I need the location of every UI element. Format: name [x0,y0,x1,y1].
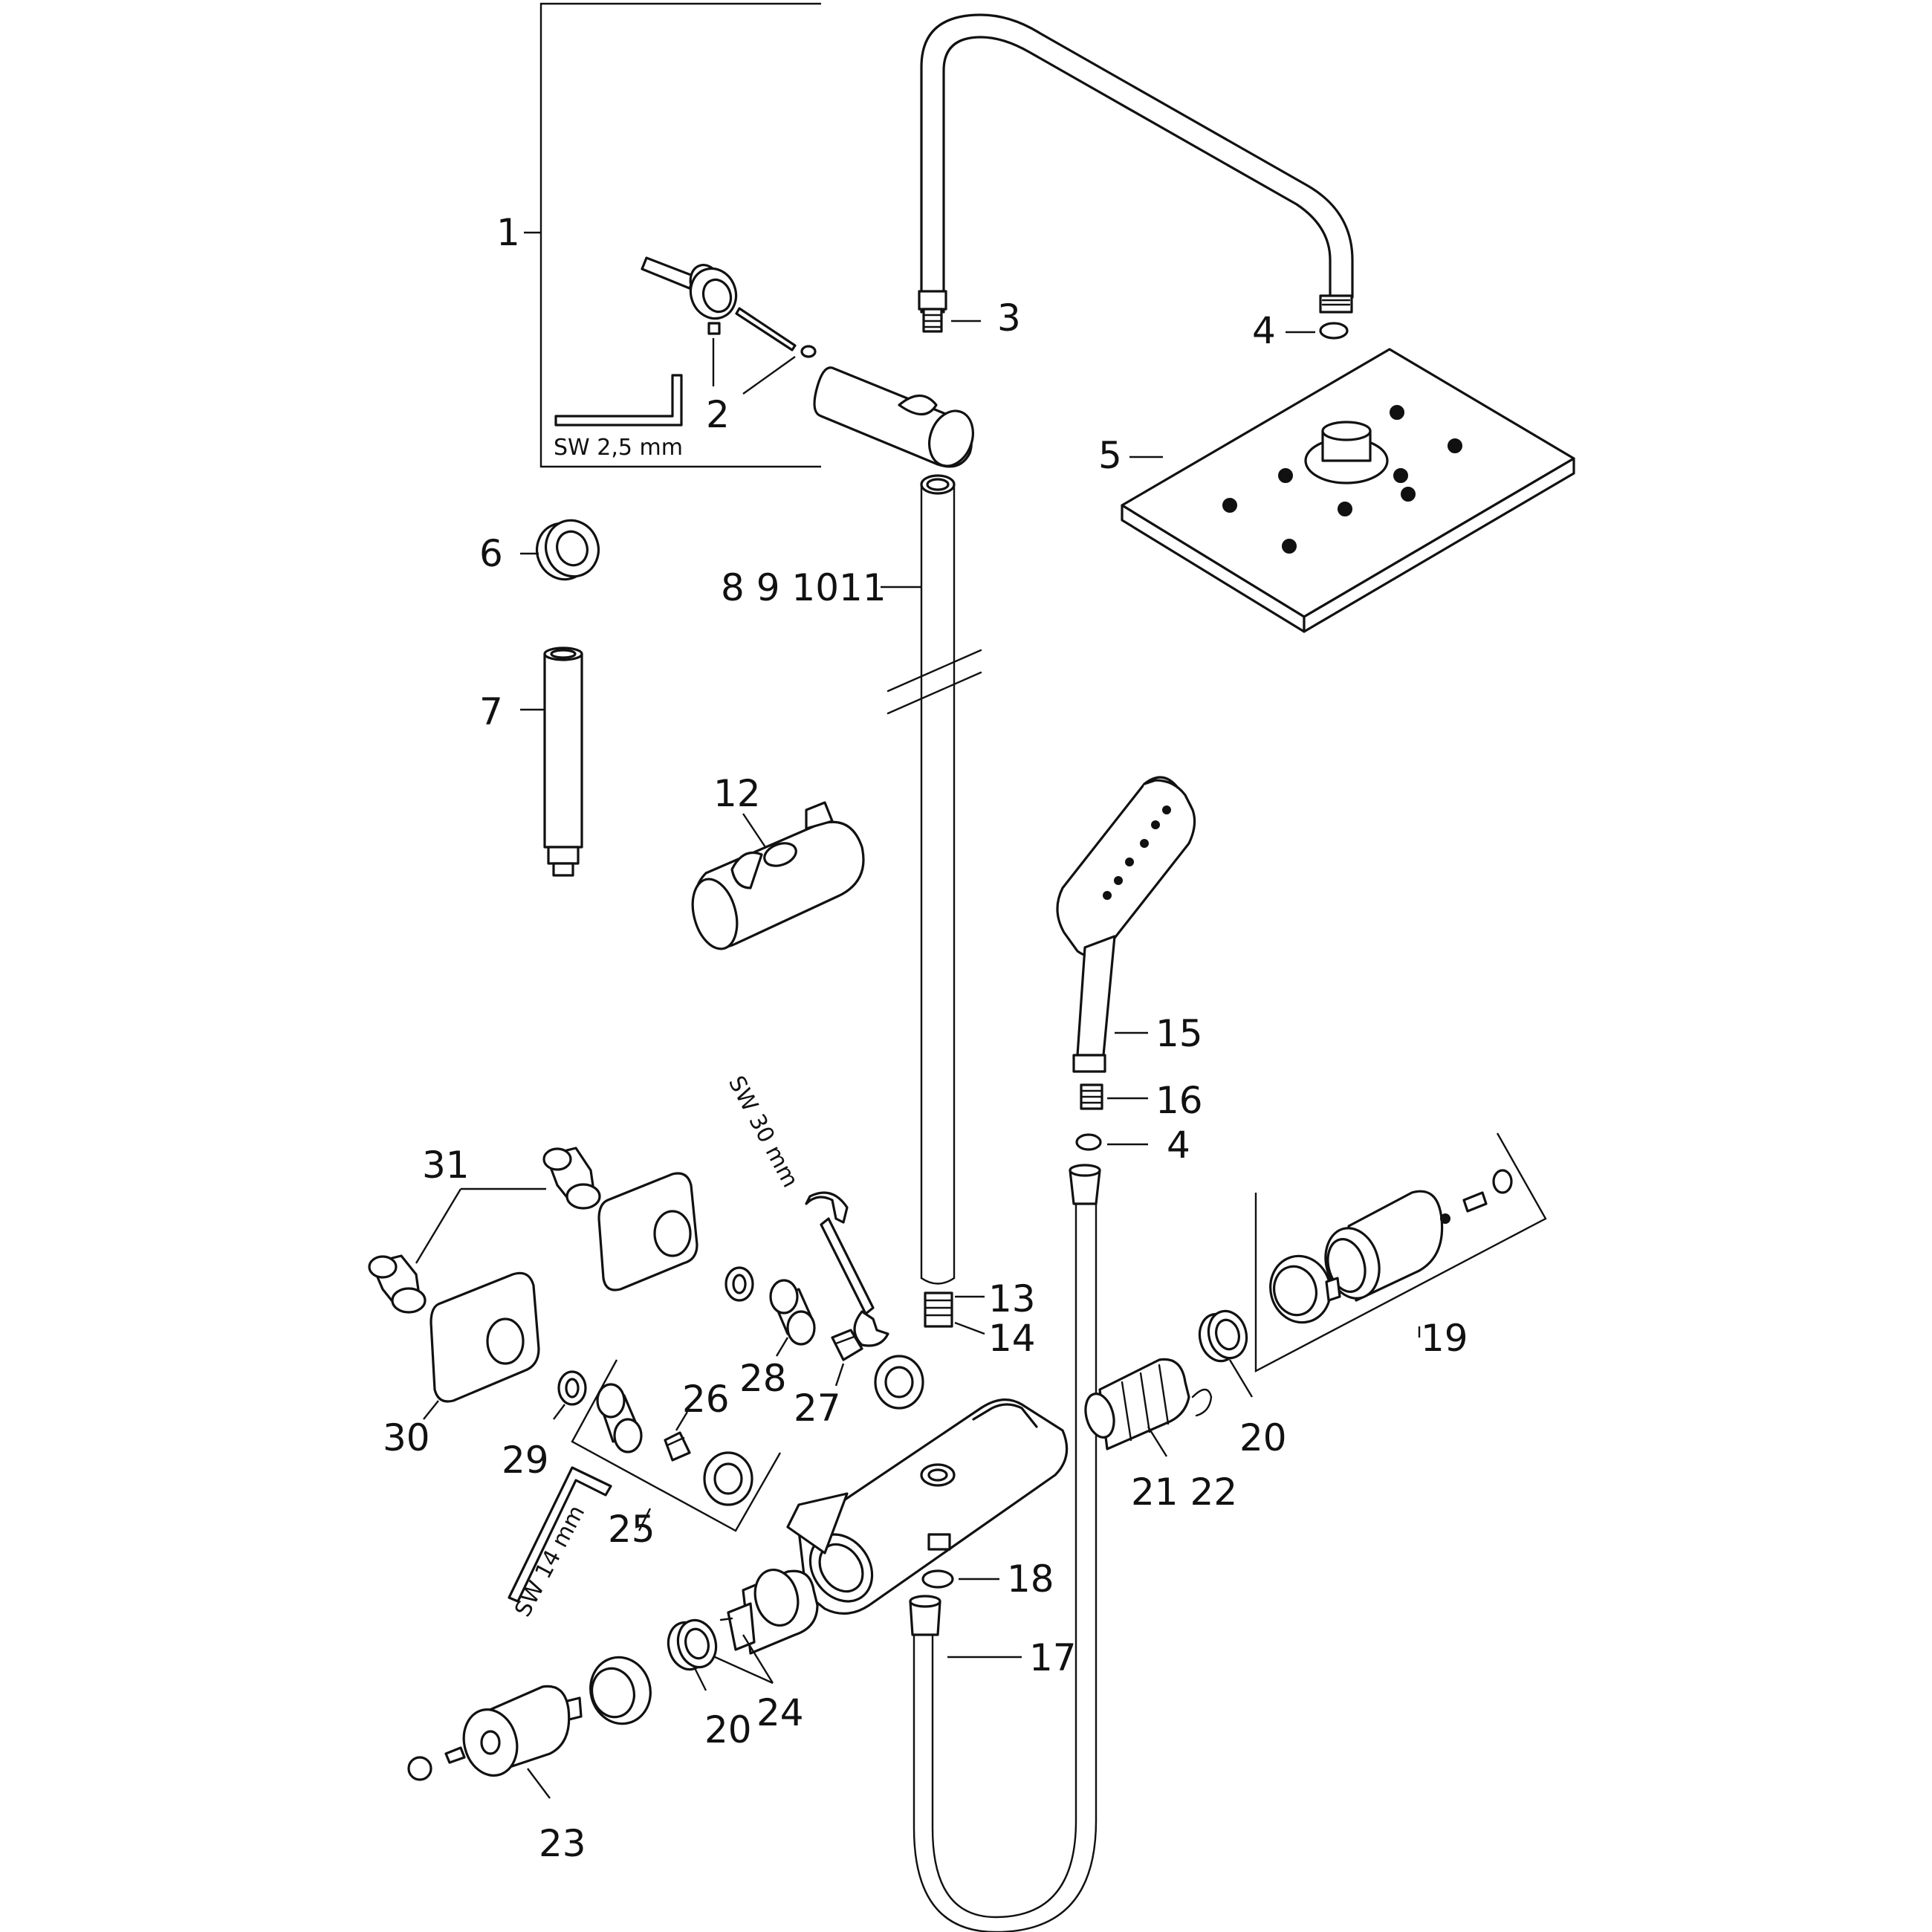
part-6-ring [520,519,600,581]
callout-26: 26 [682,1378,730,1421]
part-12-slider [691,801,865,950]
callout-labels: 1 2 3 4 5 6 7 8 9 1011 12 13 14 15 16 4 … [383,211,1468,1865]
hex-key-large [508,1466,612,1603]
callout-7: 7 [479,690,503,733]
callout-28: 28 [739,1357,787,1400]
hand-shower [1056,776,1196,1073]
callout-25: 25 [608,1508,655,1551]
hose-nut-16 [1080,1083,1148,1110]
callout-3: 3 [997,296,1021,340]
part-20-ring-left [667,1618,718,1691]
callout-18: 18 [1007,1557,1054,1601]
wall-anchor-screw [641,256,817,358]
callout-5: 5 [1098,434,1122,477]
callout-23: 23 [539,1822,586,1865]
callout-15: 15 [1155,1012,1203,1055]
shower-arm [918,13,1354,333]
wrench-sw30 [805,1191,889,1347]
callout-20-left: 20 [704,1708,752,1751]
part-25-group [571,1359,782,1532]
washer-4-bottom [1075,1133,1102,1151]
callout-6: 6 [479,532,503,575]
callout-4-top: 4 [1252,309,1276,352]
callout-8-11: 8 9 1011 [721,566,886,609]
callout-2: 2 [706,393,730,436]
callout-14: 14 [988,1317,1036,1360]
ring-18 [921,1569,954,1589]
cartridge-21-22 [1084,1358,1213,1457]
callout-17: 17 [1029,1636,1077,1679]
part-27-valve [831,1329,924,1410]
cartridge-24 [698,1568,819,1685]
callout-16: 16 [1155,1079,1203,1122]
part-20-ring-right [1198,1309,1254,1398]
part-31-elbows [368,1147,601,1314]
tool-label-sw25: SW 2,5 mm [554,435,683,461]
callout-4-bottom: 4 [1167,1124,1190,1167]
part-7-extension [520,646,583,877]
part-30-rosette [423,1172,698,1420]
part-19-group [1254,1132,1547,1372]
callout-1: 1 [496,211,520,254]
connector-13-14 [924,1291,985,1335]
callout-19: 19 [1421,1317,1468,1360]
knob-23 [407,1656,652,1799]
hex-key-small [554,374,683,427]
thermostat-body [786,1398,1069,1615]
callout-27: 27 [794,1387,841,1430]
callout-12: 12 [713,772,761,815]
callout-31: 31 [422,1144,470,1187]
callout-24: 24 [756,1691,804,1734]
callout-29: 29 [502,1439,549,1482]
callout-20-right: 20 [1239,1416,1287,1459]
callout-13: 13 [988,1277,1036,1320]
riser-pipe [881,474,982,1285]
shower-hose [909,1164,1101,1932]
part-29-washer [553,1266,754,1420]
bracket-sleeve [813,366,974,468]
bracket-set-box [524,2,821,468]
callout-30: 30 [383,1416,430,1459]
overhead-shower-head [1121,348,1575,633]
part-28-nipple [769,1279,816,1357]
tool-label-sw30: SW 30 mm [723,1072,803,1192]
washer-4-top [1319,322,1349,340]
callout-21-22: 21 22 [1131,1471,1237,1514]
